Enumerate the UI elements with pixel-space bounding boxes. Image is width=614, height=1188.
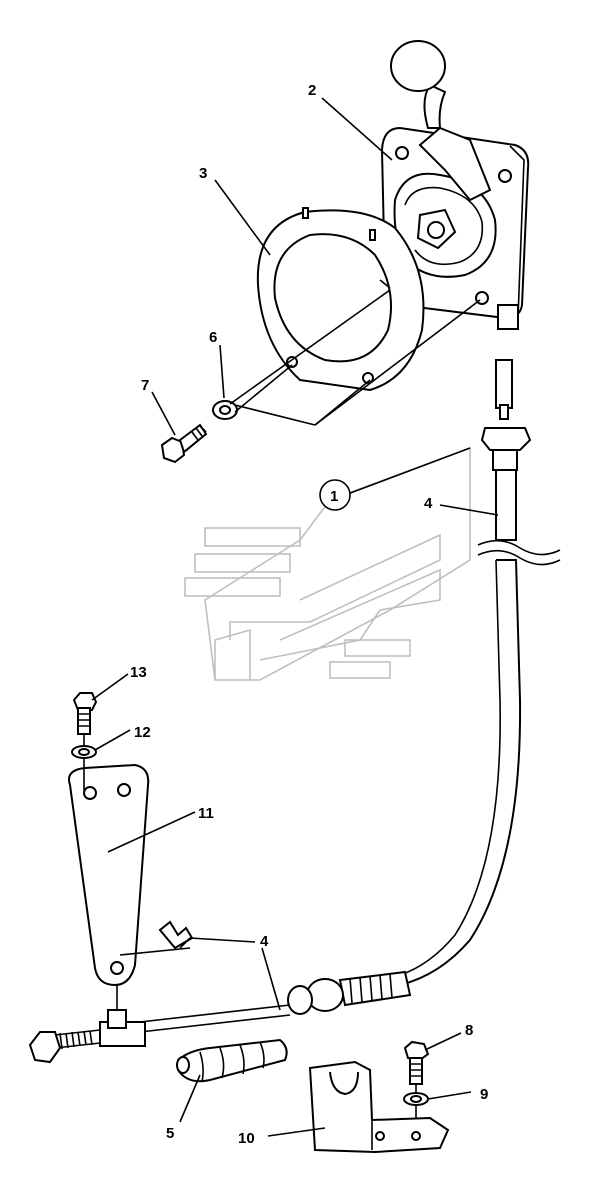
label-8: 8 [465,1022,473,1039]
label-4-upper: 4 [424,495,433,512]
washer-6 [212,400,238,420]
gasket-plate [256,207,425,392]
washer-12 [71,745,97,759]
label-3: 3 [199,165,207,182]
label-12: 12 [134,724,151,741]
washer-9 [403,1092,429,1106]
label-4-lower: 4 [260,933,269,950]
label-1: 1 [330,488,338,505]
bolt-13 [72,692,98,790]
label-5: 5 [166,1125,174,1142]
leader-lines-lower [91,447,499,1137]
label-11: 11 [198,805,214,822]
label-13: 13 [130,664,147,681]
label-6: 6 [209,329,217,346]
cable-rod-end [28,1009,146,1064]
label-9: 9 [480,1086,488,1103]
label-10: 10 [238,1130,255,1147]
bolt-8 [403,1040,430,1135]
rubber-boot-5 [176,1038,288,1083]
bracket-plate-11 [68,763,150,1010]
leader-lines-upper [151,97,481,436]
cable-upper-end [399,359,561,986]
callout-circle-1 [319,479,351,511]
mounting-bracket-10 [308,1060,450,1154]
clip-4 [158,920,194,950]
label-2: 2 [308,82,316,99]
cable-lower-outer [139,559,501,1033]
bolt-7 [160,423,208,464]
watermark-logo [184,446,471,681]
label-7: 7 [141,377,149,394]
